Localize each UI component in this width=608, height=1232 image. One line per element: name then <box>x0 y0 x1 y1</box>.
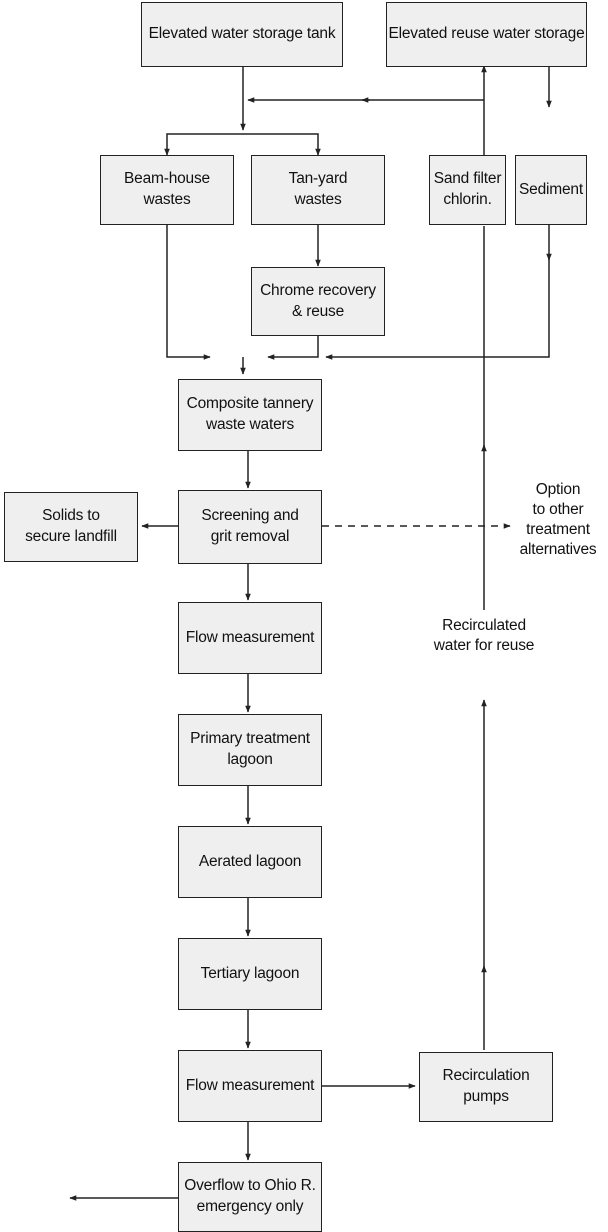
flow-measurement-box-2: Flow measurement <box>178 1050 322 1122</box>
recirculated-water-label: Recirculated water for reuse <box>433 617 535 655</box>
chrome-recovery-box: Chrome recovery & reuse <box>251 267 385 336</box>
beam-house-wastes-box: Beam-house wastes <box>100 155 234 225</box>
sediment-box: Sediment <box>515 155 587 225</box>
flow-measurement-box-1: Flow measurement <box>178 602 322 674</box>
line-beam-house-to-collector <box>166 225 211 360</box>
option-label: Option to other treatment alternatives <box>519 481 597 559</box>
primary-treatment-lagoon-box: Primary treatment lagoon <box>178 714 322 786</box>
recirculation-pumps-box: Recirculation pumps <box>419 1052 553 1122</box>
composite-tannery-waste-waters-box: Composite tannery waste waters <box>178 379 322 451</box>
arrow-split-to-beam-house <box>164 133 321 156</box>
aerated-lagoon-box: Aerated lagoon <box>178 826 322 898</box>
elevated-water-storage-tank-box: Elevated water storage tank <box>141 2 343 67</box>
tertiary-lagoon-box: Tertiary lagoon <box>178 938 322 1010</box>
line-chrome-to-collector <box>267 336 319 360</box>
solids-to-landfill-box: Solids to secure landfill <box>4 492 138 562</box>
sand-filter-chlorination-box: Sand filter chlorin. <box>429 155 506 225</box>
elevated-reuse-water-storage-box: Elevated reuse water storage <box>386 2 587 67</box>
tan-yard-wastes-box: Tan-yard wastes <box>251 155 385 225</box>
screening-grit-removal-box: Screening and grit removal <box>178 490 322 564</box>
overflow-to-ohio-river-box: Overflow to Ohio R. emergency only <box>178 1162 322 1232</box>
